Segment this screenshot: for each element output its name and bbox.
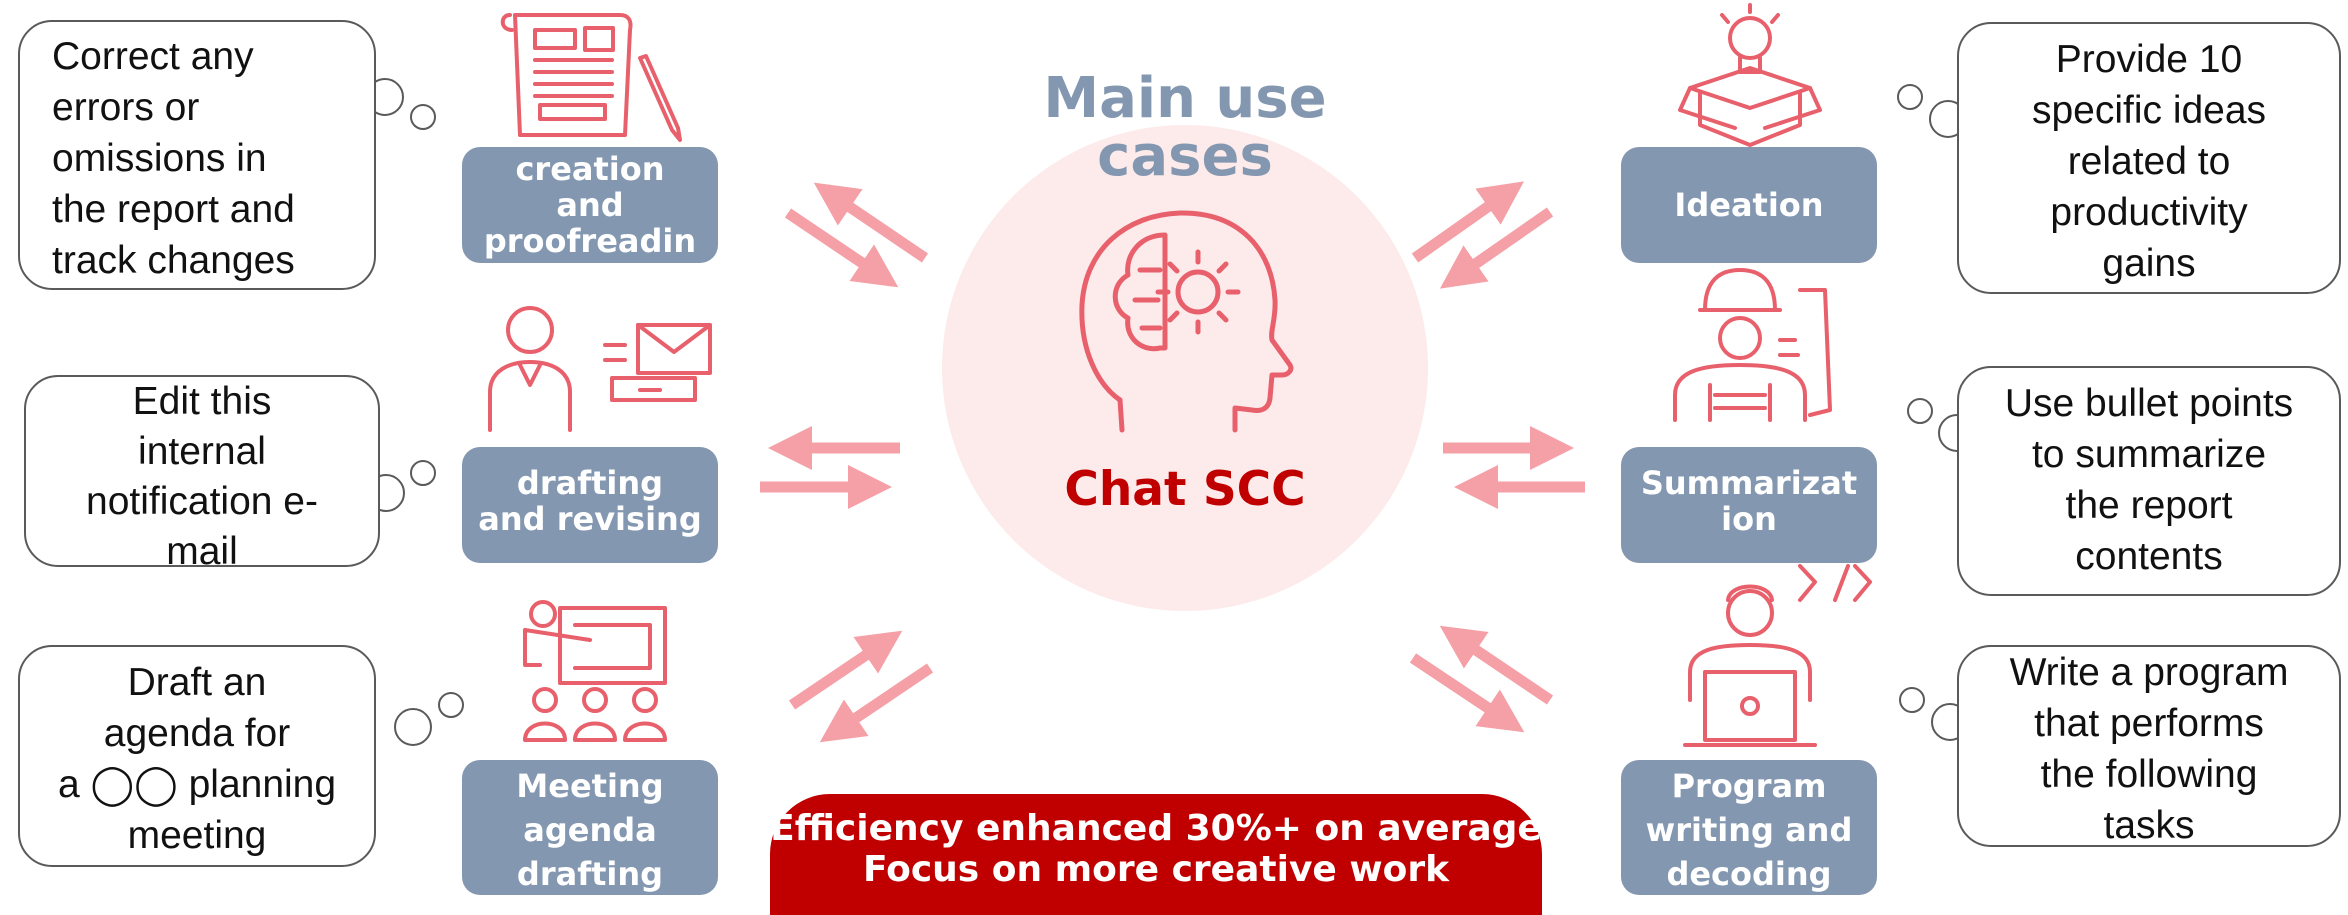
center-title: Main use cases bbox=[1043, 66, 1327, 189]
thought-dot bbox=[1907, 398, 1933, 424]
arrow-to-programming bbox=[1409, 653, 1525, 733]
label-agenda: Meeting agenda drafting bbox=[462, 760, 718, 895]
bubble-creation: Correct any errors or omissions in the r… bbox=[18, 20, 376, 290]
center-name: Chat SCC bbox=[1064, 462, 1306, 517]
thought-dot bbox=[438, 692, 464, 718]
bubble-ideation: Provide 10 specific ideas related to pro… bbox=[1957, 22, 2341, 294]
efficiency-banner: Efficiency enhanced 30%+ on average Focu… bbox=[770, 794, 1542, 915]
label-drafting: drafting and revising bbox=[462, 447, 718, 563]
arrow-from-agenda bbox=[788, 630, 903, 710]
thought-dot bbox=[394, 708, 432, 746]
presentation-audience-icon bbox=[523, 600, 667, 742]
person-email-icon bbox=[488, 306, 712, 432]
thought-dot bbox=[1897, 84, 1923, 110]
thought-dot bbox=[1899, 687, 1925, 713]
arrow-to-ideation bbox=[1411, 181, 1524, 263]
bubble-agenda: Draft an agenda for a ◯◯ planning meetin… bbox=[18, 645, 376, 867]
thought-dot bbox=[410, 460, 436, 486]
bubble-drafting: Edit this internal notification e- mail bbox=[24, 375, 380, 573]
arrow-from-creation bbox=[784, 208, 899, 288]
center-circle bbox=[942, 125, 1428, 611]
label-programming: Program writing and decoding bbox=[1621, 760, 1877, 895]
arrow-from-ideation bbox=[1439, 207, 1554, 289]
label-creation: creation and proofreadin bbox=[462, 147, 718, 263]
document-pen-icon bbox=[500, 13, 682, 142]
bubble-programming: Write a program that performs the follow… bbox=[1957, 645, 2341, 847]
bubble-summarization: Use bullet points to summarize the repor… bbox=[1957, 366, 2341, 596]
label-summarization: Summarizat ion bbox=[1621, 447, 1877, 563]
label-ideation: Ideation bbox=[1621, 147, 1877, 263]
programmer-laptop-icon bbox=[1683, 564, 1872, 747]
arrow-to-creation bbox=[813, 182, 929, 263]
lightbulb-box-icon bbox=[1678, 3, 1822, 147]
arrow-from-programming bbox=[1439, 625, 1554, 705]
thought-dot bbox=[410, 104, 436, 130]
engineer-blueprint-icon bbox=[1673, 268, 1832, 422]
arrow-to-agenda bbox=[819, 663, 934, 743]
